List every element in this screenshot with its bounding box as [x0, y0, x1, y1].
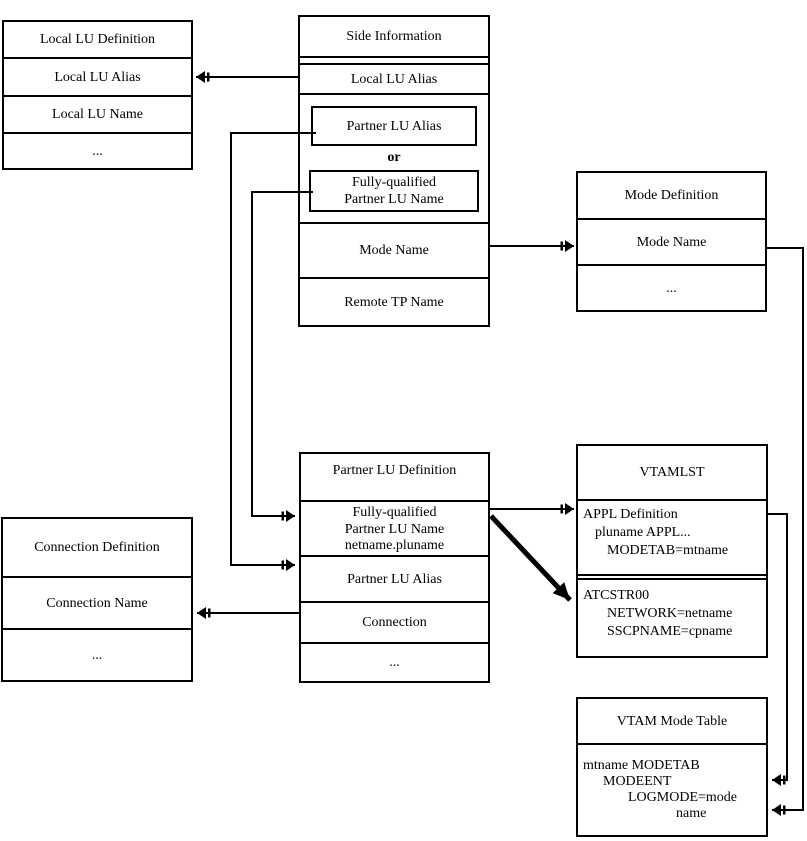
connection-name-row: Connection Name — [3, 576, 191, 628]
side-info-local-lu-alias-row: Local LU Alias — [350, 71, 438, 87]
partner-lu-connection-row: Connection — [301, 601, 488, 642]
local-lu-name-row: Local LU Name — [4, 95, 191, 132]
side-information-box: Side Information Local LU Alias Partner … — [298, 15, 490, 327]
side-information-divider — [300, 56, 488, 65]
vtam-mode-table-title: VTAM Mode Table — [616, 713, 728, 729]
connection-definition-box: Connection Definition Connection Name ..… — [1, 517, 193, 682]
connector-netname-to-atcstr00-arrow — [489, 514, 572, 602]
side-info-mode-name-row: Mode Name — [300, 222, 488, 277]
mode-definition-box: Mode Definition Mode Name ... — [576, 171, 767, 312]
connector-mode-name-to-logmode-arrow — [767, 247, 804, 816]
vtam-mode-table-body: mtname MODETAB MODEENT LOGMODE=mode name — [578, 743, 766, 835]
vtamlst-atcstr00-row: ATCSTR00 NETWORK=netname SSCPNAME=cpname — [583, 588, 733, 639]
local-lu-definition-box: Local LU Definition Local LU Alias Local… — [2, 20, 193, 170]
partner-lu-fully-qualified-row: Fully-qualified Partner LU Name netname.… — [301, 500, 488, 555]
side-information-title: Side Information — [346, 29, 442, 44]
partner-lu-definition-title: Partner LU Definition — [332, 463, 457, 478]
vtam-mode-table-box: VTAM Mode Table mtname MODETAB MODEENT L… — [576, 697, 768, 837]
vtamlst-box: VTAMLST APPL Definition pluname APPL... … — [576, 444, 768, 658]
connection-ellipsis-row: ... — [3, 628, 191, 680]
mode-definition-mode-name-row: Mode Name — [578, 218, 765, 264]
local-lu-alias-row: Local LU Alias — [4, 57, 191, 95]
local-lu-ellipsis-row: ... — [4, 132, 191, 168]
partner-lu-definition-box: Partner LU Definition Fully-qualified Pa… — [299, 452, 490, 683]
side-info-partner-section: Partner LU Alias or Fully-qualified Part… — [300, 93, 488, 222]
side-info-remote-tp-name-row: Remote TP Name — [300, 277, 488, 325]
partner-lu-alias-row: Partner LU Alias — [301, 555, 488, 601]
vtamlst-title: VTAMLST — [639, 465, 705, 480]
or-label: or — [387, 150, 401, 165]
vtamlst-appl-definition-row: APPL Definition pluname APPL... MODETAB=… — [578, 499, 766, 574]
partner-lu-ellipsis-row: ... — [301, 642, 488, 681]
vtamlst-divider — [578, 574, 766, 580]
mode-definition-title: Mode Definition — [624, 188, 719, 203]
mode-definition-ellipsis-row: ... — [578, 264, 765, 310]
local-lu-definition-title: Local LU Definition — [39, 32, 156, 47]
connector-modetab-to-modeent-arrow — [768, 513, 788, 786]
side-info-fully-qualified-box: Fully-qualified Partner LU Name — [309, 170, 479, 212]
side-info-partner-lu-alias-box: Partner LU Alias — [311, 106, 477, 146]
connection-definition-title: Connection Definition — [34, 540, 160, 555]
